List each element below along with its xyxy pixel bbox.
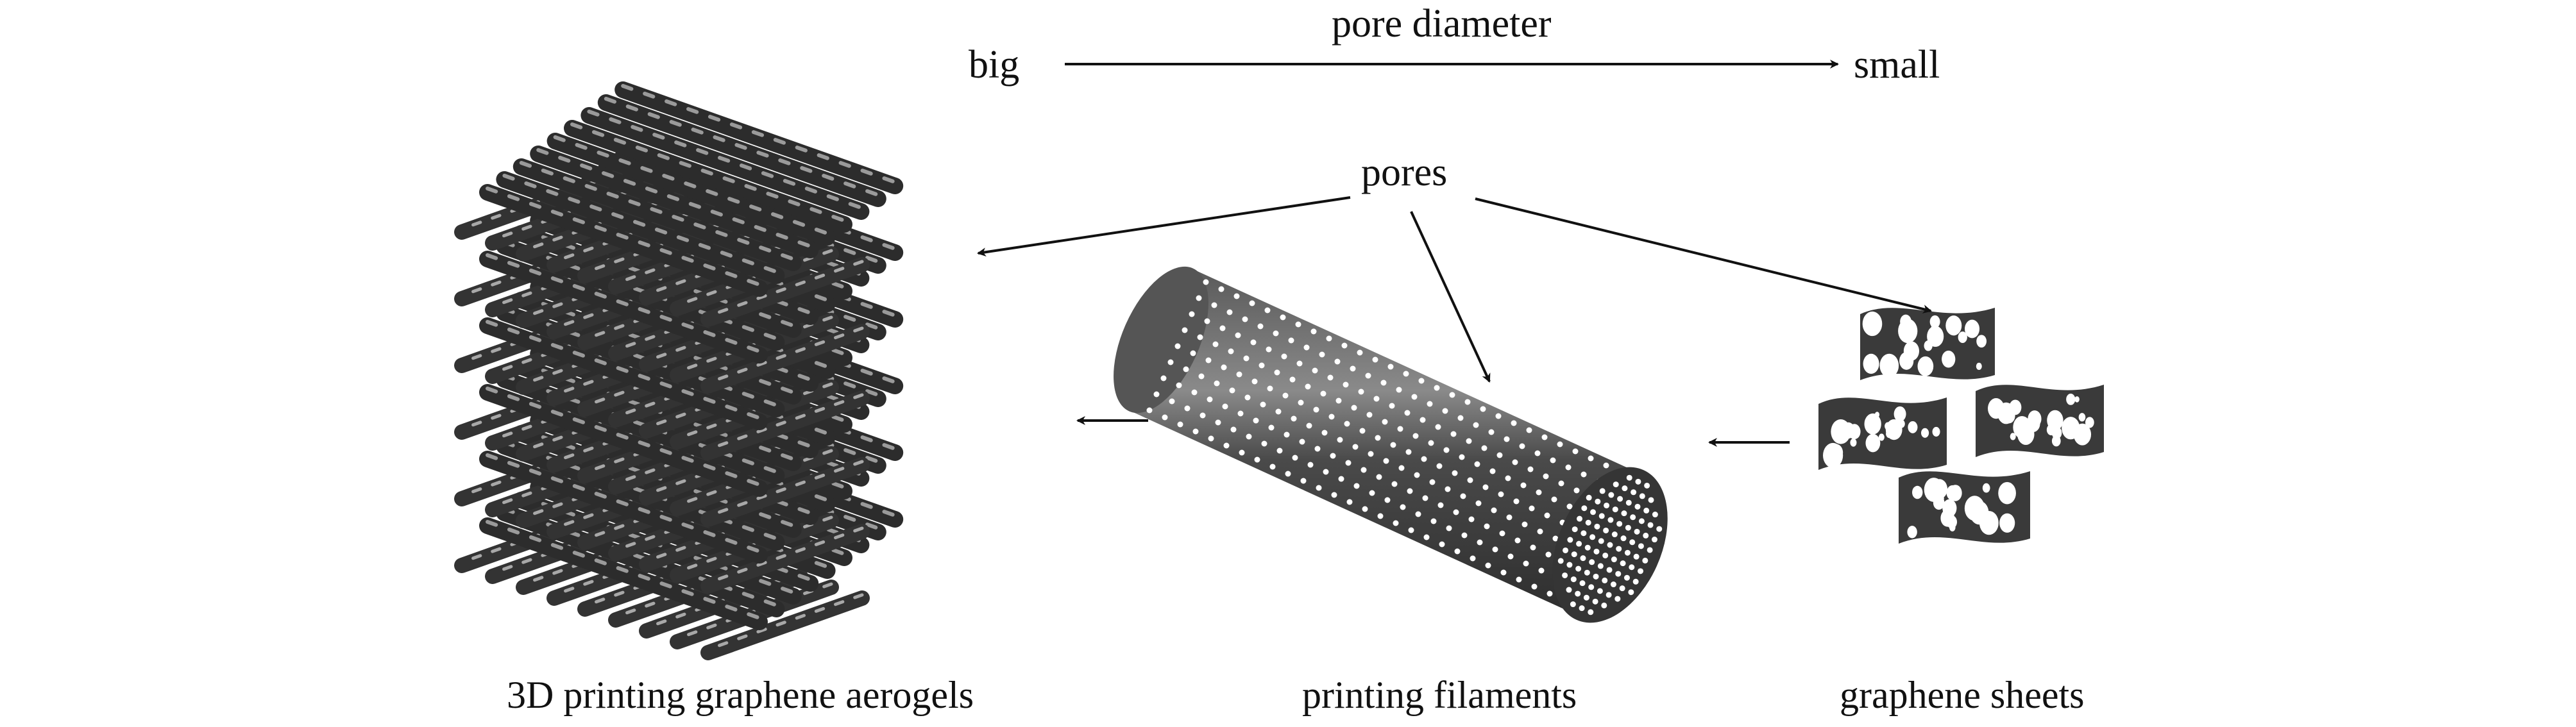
- pores-arrow-aerogel: [977, 196, 1351, 257]
- graphene-sheets-group: [1818, 308, 2104, 544]
- caption-aerogels: 3D printing graphene aerogels: [507, 674, 974, 716]
- caption-sheets: graphene sheets: [1840, 674, 2085, 716]
- label-big: big: [969, 43, 1020, 87]
- label-small: small: [1854, 43, 1940, 87]
- graphene-aerogel-lattice: [454, 81, 904, 660]
- pores-arrow-sheets: [1475, 197, 1932, 313]
- caption-filaments: printing filaments: [1302, 674, 1577, 716]
- pores-arrow-filament: [1410, 211, 1491, 383]
- label-pores: pores: [1361, 151, 1448, 194]
- printing-filament-cylinder: [1114, 266, 1668, 623]
- label-pore-diameter: pore diameter: [1332, 2, 1552, 46]
